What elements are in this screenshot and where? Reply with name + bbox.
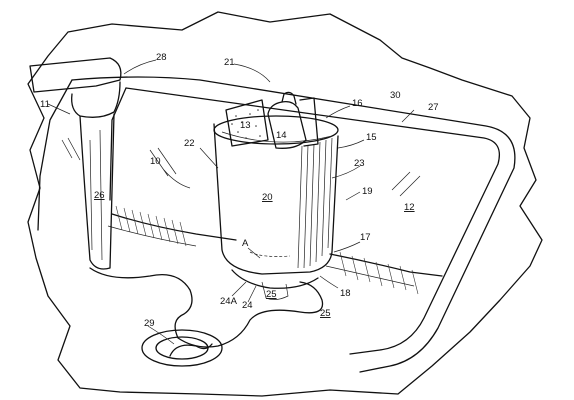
ref-label-13: 13 (240, 120, 251, 131)
sink-rim-outer (71, 76, 516, 373)
caddy-rim-inner (221, 131, 333, 143)
ref-label-18: 18 (340, 288, 351, 299)
caddy-base (231, 269, 319, 289)
sink-reflection-strokes (61, 137, 421, 197)
ref-label-12: 12 (404, 202, 415, 213)
ref-label-16: 16 (352, 98, 363, 109)
caddy-flutes (297, 137, 333, 269)
divider-panel (299, 97, 319, 147)
water-stream-lines (89, 129, 103, 261)
ref-label-23: 23 (354, 158, 365, 169)
ref-label-24: 24 (242, 300, 253, 311)
ref-label-26: 26 (94, 190, 105, 201)
faucet-body (29, 57, 122, 93)
sponge-texture (231, 109, 261, 139)
ref-label-20: 20 (262, 192, 273, 203)
countertop-outline (27, 11, 543, 397)
caddy-base-pad (261, 281, 289, 300)
caddy-rim (213, 115, 339, 145)
bottle (267, 100, 307, 149)
ref-label-11: 11 (40, 99, 50, 110)
sink-left-rim (37, 79, 127, 231)
sink-bottom-edge-2 (107, 225, 415, 287)
water-puddle (89, 267, 324, 348)
ref-label-19: 19 (362, 186, 373, 197)
sink-floor-hatching (115, 205, 419, 295)
ref-label-24A: 24A (220, 296, 238, 307)
caddy-dashed-line (249, 251, 291, 257)
ref-label-25-top: 25 (266, 289, 277, 300)
ref-label-27: 27 (428, 102, 439, 113)
ref-label-17: 17 (360, 232, 371, 243)
ref-label-15: 15 (366, 132, 377, 143)
drain-flow (169, 343, 213, 357)
water-stream (79, 113, 115, 270)
drain-outer (141, 329, 223, 367)
ref-label-A: A (242, 238, 249, 249)
sink-bottom-edge (111, 213, 443, 277)
ref-label-29: 29 (144, 318, 155, 329)
bottle-cap (281, 91, 297, 105)
ref-label-21: 21 (224, 57, 235, 68)
ref-label-22: 22 (184, 138, 195, 149)
ref-label-14: 14 (276, 130, 287, 141)
ref-label-10: 10 (150, 156, 161, 167)
sponge (225, 99, 269, 147)
ref-label-25-bottom: 25 (320, 308, 331, 319)
caddy-body (213, 123, 339, 275)
leader-lines (47, 59, 415, 345)
faucet-spout (71, 81, 121, 118)
ref-label-28: 28 (156, 52, 167, 63)
ref-label-30: 30 (390, 90, 401, 101)
sink-rim-inner (125, 87, 501, 355)
